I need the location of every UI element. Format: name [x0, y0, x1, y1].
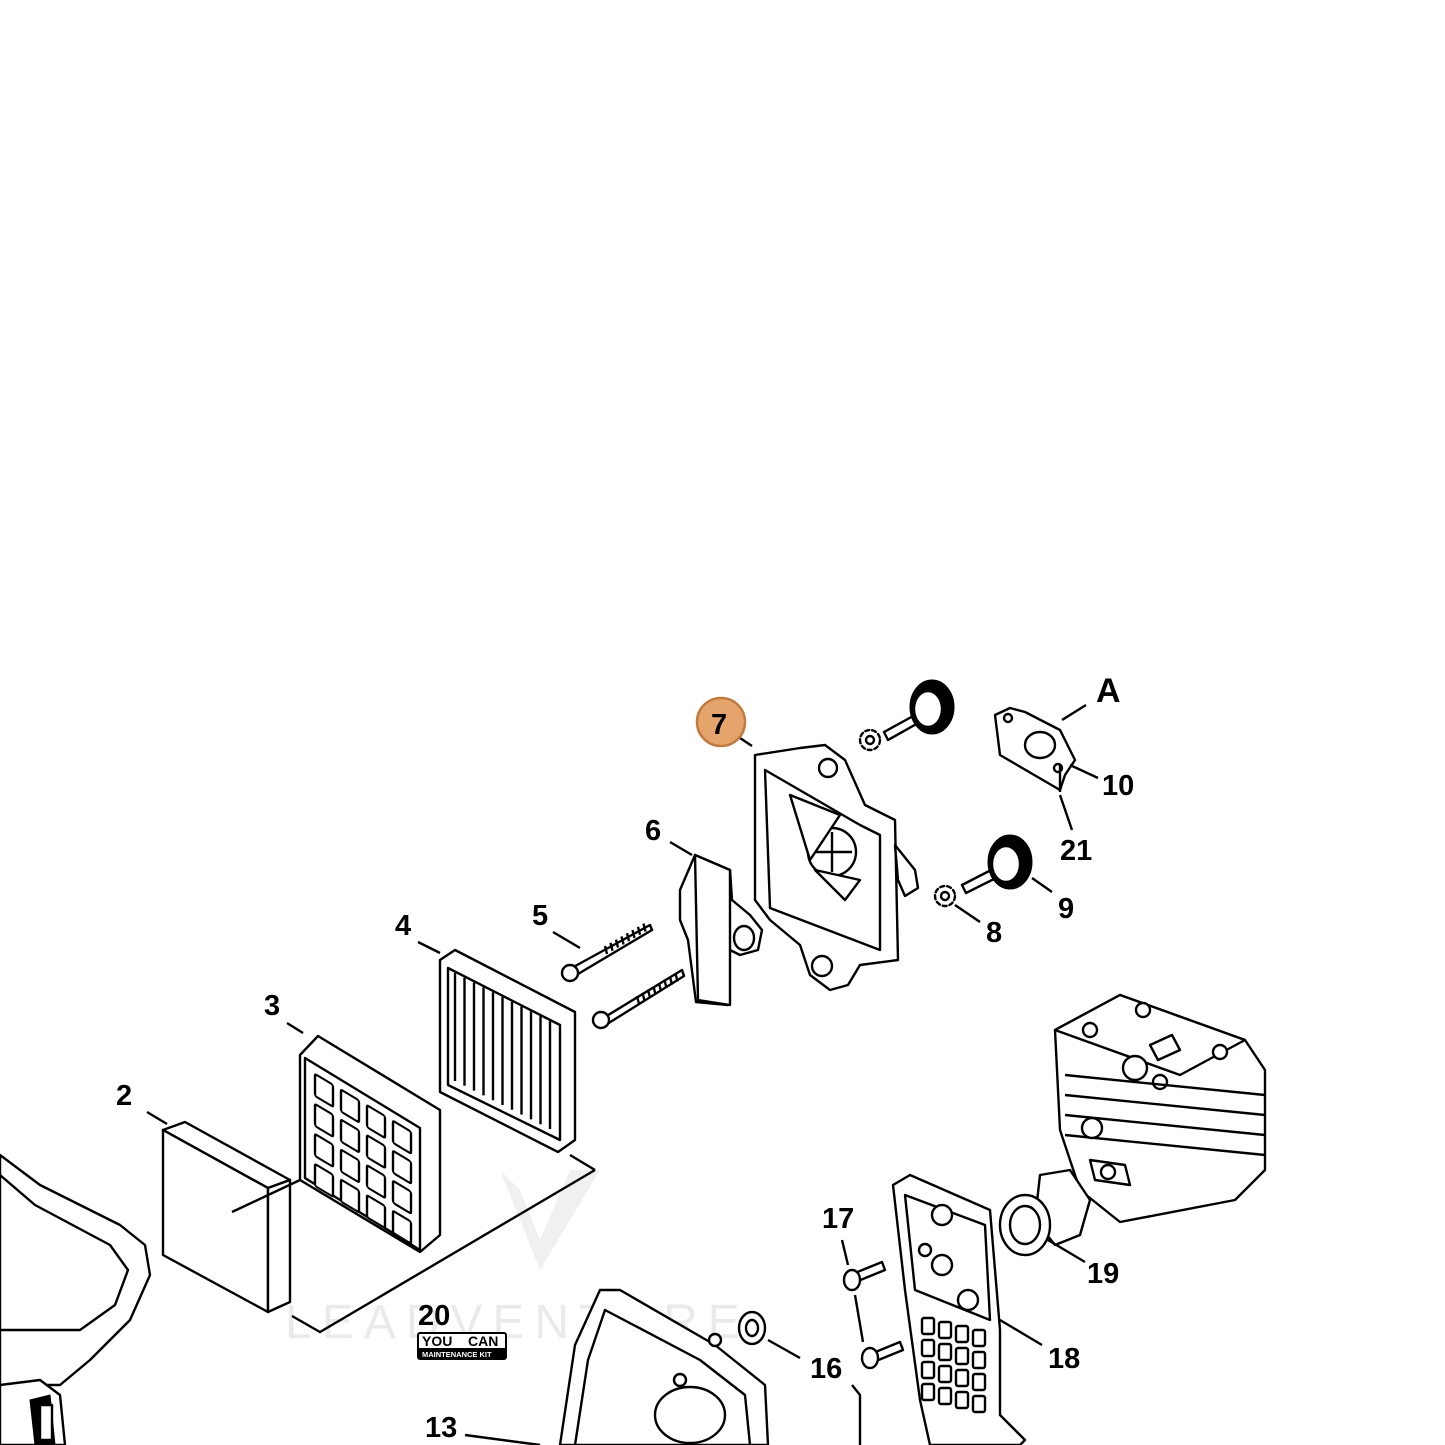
- part-19-intake-flange: [998, 1168, 1092, 1257]
- callout-7[interactable]: 7: [711, 709, 727, 741]
- callout-6[interactable]: 6: [645, 815, 661, 847]
- part-4-pleated-filter: [438, 948, 577, 1154]
- maintenance-kit-badge: YOU CAN MAINTENANCE KIT: [417, 1332, 507, 1360]
- callout-13[interactable]: 13: [425, 1412, 457, 1444]
- part-6-plate: [678, 853, 764, 1007]
- part-16-bushing: [737, 1310, 767, 1346]
- part-10-gasket: [993, 706, 1077, 792]
- callout-3[interactable]: 3: [264, 990, 280, 1022]
- cylinder: [1053, 993, 1267, 1224]
- callout-18[interactable]: 18: [1048, 1343, 1080, 1375]
- callout-A[interactable]: A: [1096, 672, 1121, 710]
- kit-can: CAN: [468, 1333, 498, 1349]
- leader-lines: [146, 703, 1099, 1445]
- kit-you: YOU: [422, 1333, 452, 1349]
- part-13-housing: [558, 1288, 770, 1445]
- callout-10[interactable]: 10: [1102, 770, 1134, 802]
- callout-2[interactable]: 2: [116, 1080, 132, 1112]
- part-17-screws: [842, 1260, 905, 1370]
- part-9-knurled-knobs: [882, 679, 1033, 895]
- part-7-filter-base: [753, 743, 920, 992]
- callout-16[interactable]: 16: [810, 1353, 842, 1385]
- callout-7-highlight: [695, 696, 747, 748]
- part-8-washers: [858, 728, 957, 908]
- kit-subtitle: MAINTENANCE KIT: [422, 1350, 492, 1359]
- callout-21[interactable]: 21: [1060, 835, 1092, 867]
- callout-8[interactable]: 8: [986, 917, 1002, 949]
- callout-19[interactable]: 19: [1087, 1258, 1119, 1290]
- callout-5[interactable]: 5: [532, 900, 548, 932]
- callout-17[interactable]: 17: [822, 1203, 854, 1235]
- fuel-tank-fragment: [0, 1153, 152, 1445]
- part-3-filter-grid: [298, 1034, 442, 1254]
- part-18-spacer-plate: [891, 1173, 1027, 1445]
- callout-labels: 7 A 10 21 6 9 8 5 4 3 2 17 19 20 18 16 1…: [116, 672, 1134, 1444]
- callout-9[interactable]: 9: [1058, 893, 1074, 925]
- part-2-prefilter-foam: [161, 1120, 292, 1314]
- callout-4[interactable]: 4: [395, 910, 411, 942]
- part-5-screws: [560, 923, 686, 1030]
- callout-20[interactable]: 20: [418, 1300, 450, 1332]
